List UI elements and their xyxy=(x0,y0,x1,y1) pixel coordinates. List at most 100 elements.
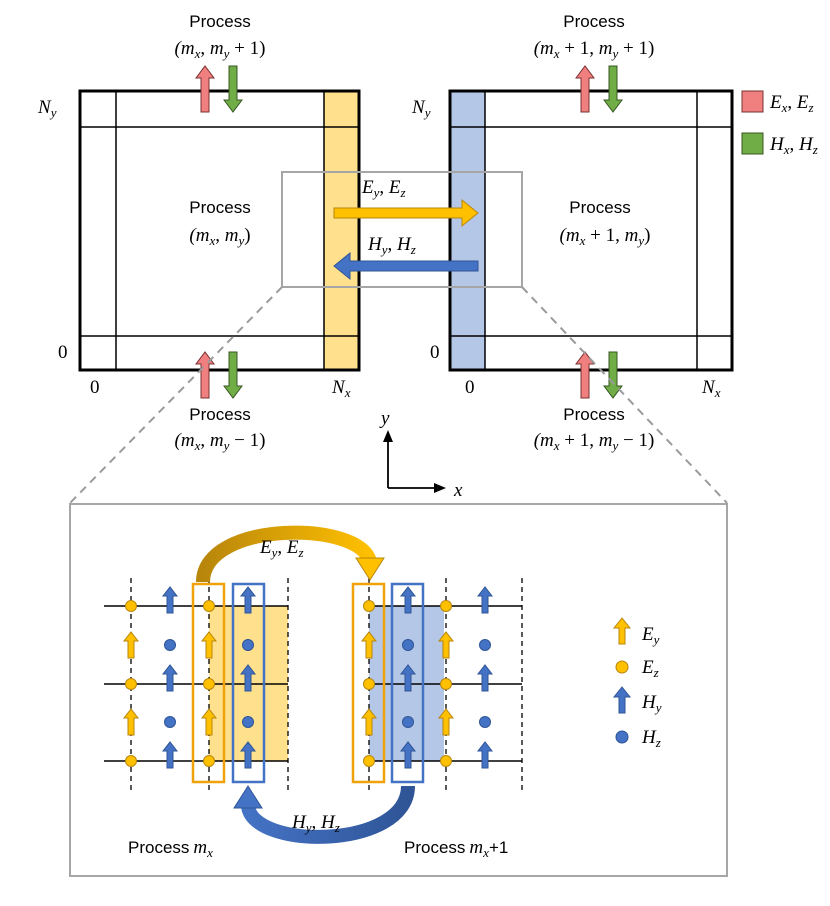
hz-marker xyxy=(164,639,176,651)
zoom-e-curved-arrow xyxy=(196,525,385,583)
right-bottom-neighbor-label: Process xyxy=(563,405,624,424)
left-top-red-up-arrow xyxy=(195,65,215,113)
right-bottom-red-up-arrow xyxy=(575,351,595,399)
zoom-region-box xyxy=(281,171,523,288)
right-zero-x-label: 0 xyxy=(465,377,475,398)
zoom-left-h-recv-outline xyxy=(231,582,266,784)
zoom-right-e-recv-outline xyxy=(351,582,386,784)
right-zero-y-label: 0 xyxy=(430,342,440,363)
zoom-right-h-send-outline xyxy=(390,582,425,784)
right-halo-strip xyxy=(450,91,485,370)
ey-marker xyxy=(200,631,218,659)
hy-marker xyxy=(399,741,417,769)
left-zero-y-label: 0 xyxy=(58,342,68,363)
hz-marker xyxy=(402,716,414,728)
zoom-connector-left xyxy=(69,286,283,504)
hy-marker xyxy=(239,741,257,769)
zoom-h-curved-arrow xyxy=(233,785,415,844)
legend-hy-icon xyxy=(612,686,632,714)
hz-marker xyxy=(242,716,254,728)
right-process-block: Process (mx + 1, my) Process (mx + 1, my… xyxy=(411,12,734,453)
hy-marker xyxy=(399,664,417,692)
h-exchange-label: Hy, Hz xyxy=(367,234,416,257)
ez-marker xyxy=(440,678,452,690)
hy-marker xyxy=(476,741,494,769)
hy-marker xyxy=(161,741,179,769)
hy-marker xyxy=(239,664,257,692)
ez-marker xyxy=(363,600,375,612)
top-legend: Ex, Ez Hx, Hz xyxy=(741,90,818,157)
hz-marker xyxy=(479,639,491,651)
e-exchange-arrow xyxy=(333,198,479,228)
zoom-e-label: Ey, Ez xyxy=(259,537,304,560)
legend-red-swatch xyxy=(741,90,764,113)
left-ny-label: Ny xyxy=(37,97,57,120)
legend-ez-icon xyxy=(615,660,629,674)
ey-marker xyxy=(122,708,140,736)
ey-marker xyxy=(360,631,378,659)
y-axis-label: y xyxy=(379,408,390,429)
h-exchange-arrow xyxy=(333,251,479,281)
ey-marker xyxy=(437,708,455,736)
hy-marker xyxy=(399,586,417,614)
ez-marker xyxy=(125,600,137,612)
left-zero-x-label: 0 xyxy=(90,377,100,398)
hy-marker xyxy=(161,664,179,692)
hy-marker xyxy=(161,586,179,614)
xy-axes: y x xyxy=(379,408,463,501)
right-top-red-up-arrow xyxy=(575,65,595,113)
hy-marker xyxy=(239,586,257,614)
legend-green-label: Hx, Hz xyxy=(769,134,818,157)
right-top-green-down-arrow xyxy=(603,65,623,113)
right-top-neighbor-coord: (mx + 1, my + 1) xyxy=(534,38,655,61)
left-bottom-red-up-arrow xyxy=(195,351,215,399)
legend-hz-icon xyxy=(615,730,629,744)
ez-marker xyxy=(125,755,137,767)
hz-marker xyxy=(402,639,414,651)
left-block-outline xyxy=(78,89,361,372)
ez-marker xyxy=(363,755,375,767)
left-top-green-down-arrow xyxy=(223,65,243,113)
ez-marker xyxy=(440,600,452,612)
right-nx-label: Nx xyxy=(701,377,721,400)
right-center-coord: (mx + 1, my) xyxy=(560,225,651,248)
right-bottom-green-down-arrow xyxy=(603,351,623,399)
left-center-label: Process xyxy=(189,198,250,217)
zoom-connector-right xyxy=(521,286,728,504)
right-block-outline xyxy=(448,89,734,372)
ez-marker xyxy=(203,755,215,767)
hz-marker xyxy=(164,716,176,728)
legend-ey-icon xyxy=(612,617,632,645)
left-top-neighbor-coord: (mx, my + 1) xyxy=(175,38,266,61)
ey-marker xyxy=(360,708,378,736)
hy-marker xyxy=(476,586,494,614)
left-top-neighbor-label: Process xyxy=(189,12,250,31)
ez-marker xyxy=(203,678,215,690)
right-center-label: Process xyxy=(569,198,630,217)
left-bottom-green-down-arrow xyxy=(223,351,243,399)
left-nx-label: Nx xyxy=(331,377,351,400)
hy-marker xyxy=(476,664,494,692)
left-bottom-neighbor-coord: (mx, my − 1) xyxy=(175,430,266,453)
left-process-block: Process (mx, my) Process (mx, my + 1) Pr… xyxy=(37,12,361,453)
ey-marker xyxy=(122,631,140,659)
legend-red-label: Ex, Ez xyxy=(769,92,814,115)
x-axis-label: x xyxy=(453,480,463,501)
ez-marker xyxy=(363,678,375,690)
hz-marker xyxy=(479,716,491,728)
zoom-h-label: Hy, Hz xyxy=(291,812,340,835)
right-ny-label: Ny xyxy=(411,97,431,120)
ez-marker xyxy=(440,755,452,767)
legend-green-swatch xyxy=(741,132,764,155)
zoom-left-e-send-outline xyxy=(191,582,226,784)
ez-marker xyxy=(125,678,137,690)
ey-marker xyxy=(437,631,455,659)
left-halo-strip xyxy=(324,91,359,370)
hz-marker xyxy=(242,639,254,651)
right-bottom-neighbor-coord: (mx + 1, my − 1) xyxy=(534,430,655,453)
ey-marker xyxy=(200,708,218,736)
right-top-neighbor-label: Process xyxy=(563,12,624,31)
